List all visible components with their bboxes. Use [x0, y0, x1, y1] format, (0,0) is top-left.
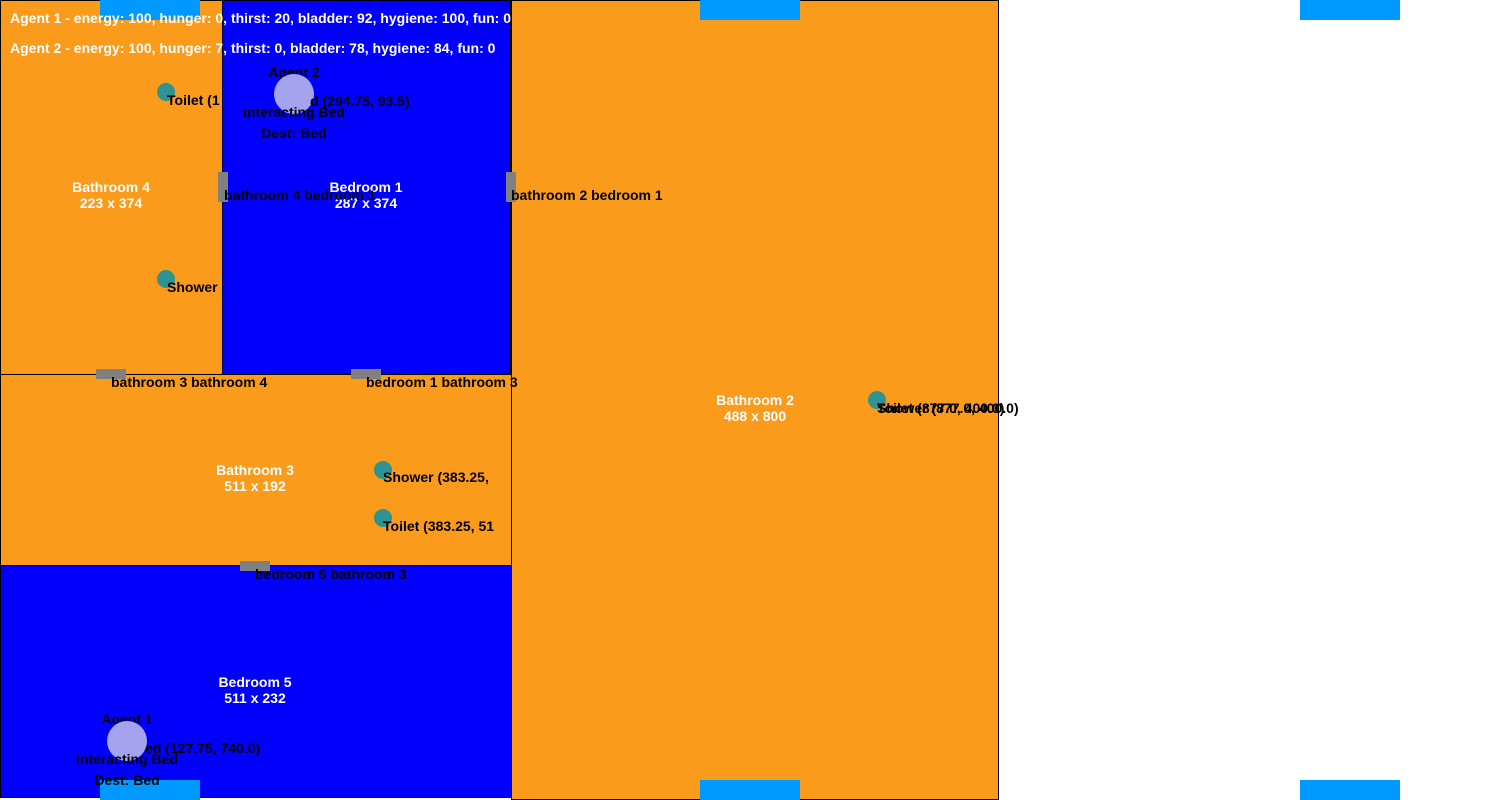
- window: [100, 0, 200, 20]
- room-label-bathroom-4: Bathroom 4 223 x 374: [72, 179, 150, 211]
- object-label: Toilet (383.25, 51: [383, 518, 495, 534]
- room-size: 511 x 232: [224, 690, 286, 706]
- room-bedroom-1: [222, 0, 511, 375]
- door-label: bedroom 5 bathroom 3: [255, 566, 407, 582]
- room-size: 287 x 374: [334, 195, 398, 211]
- room-name: Bathroom 3: [216, 462, 294, 478]
- door-bedroom-1-bathroom-3[interactable]: [351, 369, 381, 379]
- agent-status: interacting Bed: [243, 104, 345, 120]
- room-label-bedroom-1: Bedroom 1 287 x 374: [329, 179, 402, 211]
- object-label: Shower (877.0, 400.0): [877, 400, 1019, 416]
- room-size: 223 x 374: [79, 195, 143, 211]
- agent-destination: Dest: Bed: [94, 772, 160, 788]
- room-label-bathroom-2: Bathroom 2 488 x 800: [716, 392, 794, 424]
- toilet-label-clip: Toilet (1: [167, 92, 222, 110]
- agent-name: Agent 2: [268, 64, 320, 80]
- room-bathroom-3: [0, 374, 512, 566]
- agent-1[interactable]: [107, 721, 147, 761]
- window: [1300, 0, 1400, 20]
- room-size: 511 x 192: [224, 478, 286, 494]
- door-label: bedroom 1 bathroom 3: [366, 374, 518, 390]
- object-label: Toilet (877.0, 400.0): [877, 400, 1005, 416]
- room-name: Bathroom 4: [72, 179, 150, 195]
- shower-object[interactable]: [868, 391, 886, 409]
- room-size: 488 x 800: [723, 408, 787, 424]
- agent-name: Agent 1: [101, 711, 153, 727]
- room-name: Bedroom 5: [218, 674, 292, 690]
- door-label: bathroom 2 bedroom 1: [511, 187, 663, 203]
- agent-destination: Dest: Bed: [261, 125, 327, 141]
- door-label: bathroom 3 bathroom 4: [111, 374, 268, 390]
- agent-2[interactable]: [274, 74, 314, 114]
- room-bedroom-5: [0, 565, 512, 798]
- shower-object[interactable]: [374, 461, 392, 479]
- toilet-object[interactable]: [374, 509, 392, 527]
- room-name: Bedroom 1: [329, 179, 403, 195]
- object-label: Toilet (1: [167, 92, 220, 108]
- room-label-bedroom-5: Bedroom 5 511 x 232: [218, 674, 291, 706]
- object-label: d (294.75, 93.5): [310, 93, 410, 109]
- door-bedroom-5-bathroom-3[interactable]: [240, 561, 270, 571]
- agent-status: interacting Bed: [76, 751, 178, 767]
- object-label: ed (127.75, 740.0): [145, 740, 261, 756]
- shower-label-clip: Shower: [167, 279, 222, 297]
- object-label: Shower: [167, 279, 218, 295]
- agent-2-stats: Agent 2 - energy: 100, hunger: 7, thirst…: [10, 40, 496, 56]
- window: [700, 780, 800, 800]
- room-name: Bathroom 2: [716, 392, 794, 408]
- window: [100, 780, 200, 800]
- toilet-object[interactable]: [157, 83, 175, 101]
- window: [1300, 780, 1400, 800]
- shower-object[interactable]: [157, 270, 175, 288]
- window: [700, 0, 800, 20]
- agent-1-stats: Agent 1 - energy: 100, hunger: 0, thirst…: [10, 10, 512, 26]
- door-bathroom-2-bedroom-1[interactable]: [506, 172, 516, 202]
- door-bathroom-4-bedroom-1[interactable]: [218, 172, 228, 202]
- room-label-bathroom-3: Bathroom 3 511 x 192: [216, 462, 294, 494]
- room-bathroom-4: [0, 0, 223, 375]
- object-label: Shower (383.25,: [383, 469, 489, 485]
- door-label: bathroom 4 bedroom 1: [224, 187, 376, 203]
- door-bathroom-3-bathroom-4[interactable]: [96, 369, 126, 379]
